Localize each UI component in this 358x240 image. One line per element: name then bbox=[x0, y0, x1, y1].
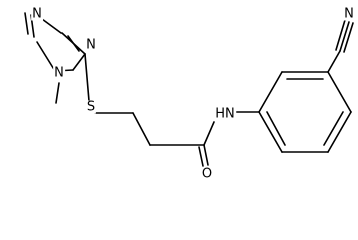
atom-label-triazole-n2: N bbox=[85, 37, 97, 53]
bond-n4-c5 bbox=[72, 53, 86, 71]
atom-label-nitrile-n: N bbox=[343, 6, 355, 22]
atom-label-carbonyl-o: O bbox=[200, 166, 214, 182]
atom-label-amide-nh: HN bbox=[214, 106, 236, 122]
bond-ch2-ch2 bbox=[132, 112, 151, 146]
bond-c5-s bbox=[84, 53, 90, 102]
bond-n1-n2-double bbox=[24, 12, 29, 35]
bond-benz-1 bbox=[258, 71, 283, 113]
bond-carbonyl-o-double bbox=[198, 146, 204, 167]
bond-benz-3 bbox=[327, 71, 352, 113]
atom-label-thioether-s: S bbox=[85, 99, 97, 115]
structure-drawing bbox=[24, 12, 354, 167]
atom-label-triazole-n4: N bbox=[53, 65, 65, 81]
bond-carbonyl-o bbox=[203, 144, 209, 166]
bond-benz-inner-c bbox=[266, 111, 286, 146]
bond-n4-methyl bbox=[55, 82, 60, 104]
bond-cn-triple-c bbox=[343, 22, 354, 53]
bond-benz-4 bbox=[327, 111, 352, 153]
bond-cn-triple-b bbox=[335, 19, 346, 51]
bond-ring-cn bbox=[327, 50, 341, 73]
bond-c5-n1 bbox=[41, 18, 62, 34]
bond-benz-inner-b bbox=[323, 111, 344, 146]
bond-carbonyl-nh bbox=[203, 121, 215, 146]
bond-cn-triple-a bbox=[339, 21, 350, 52]
atom-label-triazole-n1: N bbox=[31, 6, 43, 22]
bond-n2-c3 bbox=[36, 41, 56, 72]
bond-benz-6 bbox=[258, 111, 283, 153]
bond-c5-ring bbox=[61, 32, 86, 55]
